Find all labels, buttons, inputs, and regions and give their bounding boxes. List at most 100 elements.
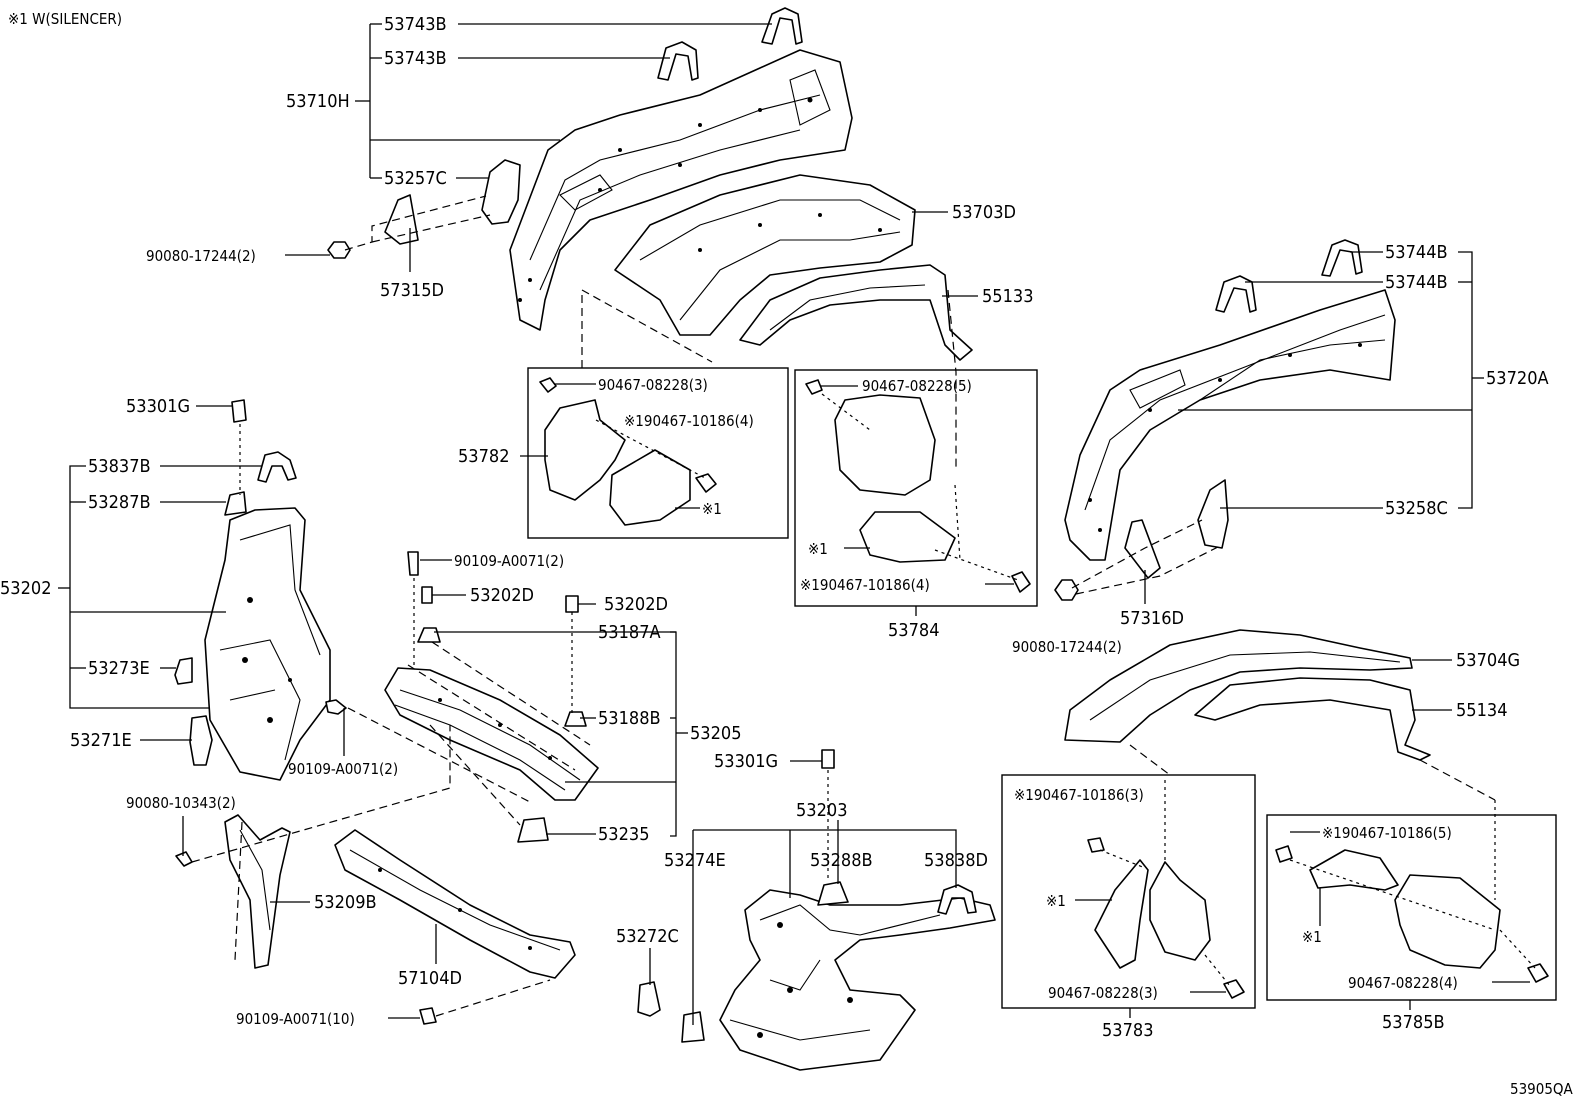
label-53202d-b: 53202D [604, 594, 668, 615]
bracket-53838d [937, 884, 977, 915]
silencer-53782 [609, 449, 691, 526]
label-box53784-id: 53784 [888, 620, 940, 641]
bracket-53188b [564, 711, 587, 727]
bracket-53744b-mid [1215, 275, 1257, 313]
label-55133: 55133 [982, 286, 1034, 307]
label-90109-a0071-top: 90109-A0071(2) [454, 552, 564, 570]
apron-upper-right [1064, 289, 1396, 561]
bracket-53743b-top [761, 7, 803, 45]
label-box53785b-clip2: 90467-08228(4) [1348, 974, 1458, 992]
label-box53783-clip2: 90467-08228(3) [1048, 984, 1158, 1002]
label-box53783-silencer: ※1 [1046, 892, 1066, 910]
shield-55133 [739, 264, 973, 361]
part-labels: 53743B 53743B 53710H 53257C 90080-17244(… [0, 14, 1549, 1041]
label-55134: 55134 [1456, 700, 1508, 721]
bracket-57315d [384, 194, 419, 245]
cap-53301g-center [821, 749, 835, 769]
clip-53782-a [539, 377, 557, 393]
clip-53784-b [1011, 571, 1031, 593]
label-53273e: 53273E [88, 658, 150, 679]
label-53202d-a: 53202D [470, 585, 534, 606]
label-53202: 53202 [0, 578, 52, 599]
label-53288b: 53288B [810, 850, 873, 871]
label-53720a: 53720A [1486, 368, 1549, 389]
radiator-support-side-53203 [719, 889, 996, 1071]
label-53209b: 53209B [314, 892, 377, 913]
label-53274e: 53274E [664, 850, 726, 871]
label-90080-17244-left: 90080-17244(2) [146, 247, 256, 265]
cap-53301g-left [231, 399, 247, 423]
silencer-53783 [1094, 859, 1149, 969]
silencer-panel-53784 [834, 394, 936, 496]
label-53257c: 53257C [384, 168, 447, 189]
label-90080-17244-right: 90080-17244(2) [1012, 638, 1122, 656]
bracket-53258c [1197, 479, 1229, 549]
clip-53784-a [805, 379, 823, 395]
bracket-53187a [417, 627, 441, 643]
silencer-53784 [859, 511, 956, 563]
label-53235: 53235 [598, 824, 650, 845]
bolt-90109-center [407, 551, 419, 576]
bracket-53837b [257, 451, 297, 483]
label-53704g: 53704G [1456, 650, 1520, 671]
silencer-53785b [1309, 849, 1399, 891]
label-box53785b-clip: ※190467-10186(5) [1322, 824, 1452, 842]
bracket-53272c [637, 981, 661, 1017]
bracket-53235 [517, 817, 549, 843]
crossmember-57104d [334, 829, 576, 979]
apron-upper-left [509, 49, 853, 331]
bolt-90109-bottom [419, 1007, 437, 1025]
label-53203: 53203 [796, 800, 848, 821]
clip-53783-b [1223, 979, 1245, 999]
label-box53785b-silencer: ※1 [1302, 928, 1322, 946]
shield-55134 [1194, 677, 1431, 761]
label-box53782-id: 53782 [458, 446, 510, 467]
leader-lines [58, 23, 1530, 1025]
label-57315d: 57315D [380, 280, 444, 301]
fender-liner-53704g [1064, 629, 1413, 743]
label-box53784-clip: 90467-08228(5) [862, 377, 972, 395]
label-box53783-id: 53783 [1102, 1020, 1154, 1041]
silencer-panel-53783 [1149, 861, 1211, 961]
label-53301g-center: 53301G [714, 751, 778, 772]
bolt-90109-left [325, 699, 347, 715]
label-53188b: 53188B [598, 708, 661, 729]
box-53783 [1001, 774, 1256, 1009]
label-box53783-clip: ※190467-10186(3) [1014, 786, 1144, 804]
label-53703d: 53703D [952, 202, 1016, 223]
label-53301g-left: 53301G [126, 396, 190, 417]
radiator-support-upper-53205 [384, 667, 599, 801]
label-53710h: 53710H [286, 91, 350, 112]
label-53272c: 53272C [616, 926, 679, 947]
label-box53782-clip2: ※190467-10186(4) [624, 412, 754, 430]
label-53743b-top: 53743B [384, 14, 447, 35]
nut-90080-17244-right [1054, 579, 1079, 601]
cap-53202d-a [421, 586, 433, 604]
label-53744b-mid: 53744B [1385, 272, 1448, 293]
label-53187a: 53187A [598, 622, 661, 643]
radiator-support-side-53202 [204, 507, 331, 781]
clip-53782-b [695, 473, 717, 493]
fender-liner-53703d [614, 174, 916, 336]
label-box53785b-id: 53785B [1382, 1012, 1445, 1033]
clip-53785b-b [1527, 963, 1549, 983]
label-53837b: 53837B [88, 456, 151, 477]
brace-53209b [224, 814, 291, 969]
label-box53782-clip: 90467-08228(3) [598, 376, 708, 394]
nut-90080-17244-left [327, 241, 351, 259]
bracket-53257c [481, 159, 521, 225]
bracket-53274e [681, 1011, 705, 1043]
cap-53202d-b [565, 595, 579, 613]
diagram-code: 53905QA [1510, 1080, 1574, 1098]
label-53271e: 53271E [70, 730, 132, 751]
legend-note: ※1 W(SILENCER) [8, 10, 122, 28]
label-box53784-silencer: ※1 [808, 540, 828, 558]
bracket-53744b-top [1321, 239, 1363, 277]
label-90109-a0071-left: 90109-A0071(2) [288, 760, 398, 778]
bracket-53743b-mid [657, 41, 699, 81]
label-90080-10343: 90080-10343(2) [126, 794, 236, 812]
label-53838d: 53838D [924, 850, 988, 871]
label-53258c: 53258C [1385, 498, 1448, 519]
label-53205: 53205 [690, 723, 742, 744]
